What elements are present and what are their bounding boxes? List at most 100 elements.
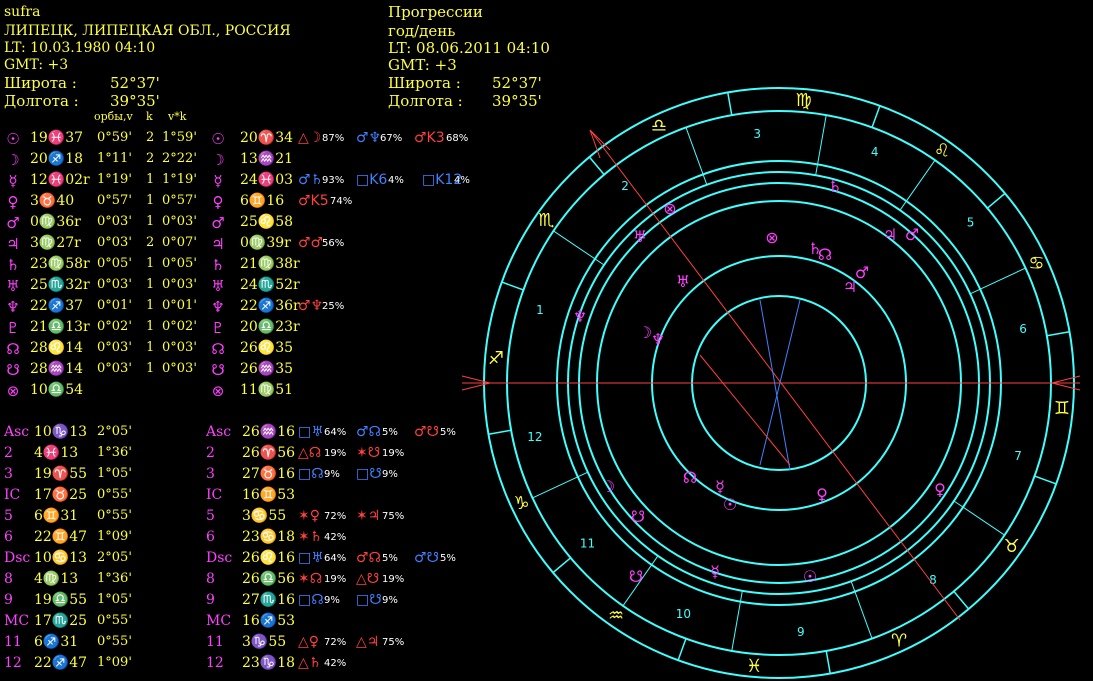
saturn-icon: ♄ [6, 256, 20, 274]
planet-k: 1 [146, 214, 155, 229]
house-prog-label: 6 [206, 529, 215, 545]
prog-lon-label: Долгота : [388, 92, 463, 110]
planet-vk: 0°05' [162, 256, 197, 271]
jupiter-icon: ♃ [211, 235, 225, 253]
house-cusp [815, 115, 827, 176]
house-natal-label: 5 [4, 508, 13, 524]
mars-icon: ♂ [6, 214, 20, 232]
natal-lt: LT: 10.03.1980 04:10 [4, 40, 156, 56]
house-cusp [553, 230, 605, 266]
planet-k: 1 [146, 172, 155, 187]
house-natal-pos: 4♓13 [34, 445, 79, 461]
aspect-percent: 42% [324, 532, 347, 543]
aspect-glyph: △☊ [298, 445, 322, 461]
planet-prog-pos: 13♒21 [240, 151, 294, 167]
aspect-glyph: □☋ [356, 466, 382, 482]
aspect-glyph: △♀ [298, 634, 320, 650]
aspect-glyph: ♂☊ [356, 424, 381, 440]
zodiac-sign-glyph: ♓ [746, 656, 762, 677]
planet-k: 2 [146, 151, 155, 166]
house-prog-label: Dsc [206, 550, 233, 566]
sign-divider [677, 638, 687, 661]
venus-icon: ♀ [212, 193, 224, 211]
sign-divider [488, 429, 512, 435]
natal-place: ЛИПЕЦК, ЛИПЕЦКАЯ ОБЛ., РОССИЯ [4, 23, 291, 39]
aspect-percent: 5% [440, 427, 456, 438]
aspect-glyph: ♂♂ [298, 235, 324, 251]
planet-natal-pos: 25♏32r [30, 277, 90, 293]
aspect-glyph: □☊ [298, 466, 324, 482]
aspect-glyph: ♂K3 [414, 130, 445, 146]
aspect-percent: 67% [380, 133, 403, 144]
house-prog-pos: 27♏16 [242, 592, 296, 608]
house-natal-orb: 1°09' [97, 529, 132, 544]
sign-divider [727, 92, 733, 116]
south-node-icon: ☋ [6, 361, 20, 379]
aspect-percent: 4% [454, 175, 470, 186]
planet-prog-pos: 26♒35 [240, 361, 294, 377]
prog-gmt: GMT: +3 [388, 56, 457, 74]
planet-orb: 0°03' [97, 214, 132, 229]
aspect-percent: 64% [324, 427, 347, 438]
zodiac-sign-glyph: ♒ [608, 606, 624, 627]
planet-vk: 0°01' [162, 298, 197, 313]
aspect-percent: 19% [382, 574, 405, 585]
prog-planet-glyph: ♃ [883, 225, 897, 244]
sign-divider [588, 156, 605, 176]
planet-prog-pos: 22♐36r [240, 298, 300, 314]
house-number: 12 [527, 430, 542, 444]
planet-natal-pos: 20♐18 [30, 151, 84, 167]
house-natal-orb: 0°55' [97, 613, 132, 628]
planet-natal-pos: 19♓37 [30, 130, 84, 146]
house-prog-label: 9 [206, 592, 215, 608]
house-natal-pos: 19♎55 [34, 592, 88, 608]
sign-divider [501, 281, 524, 291]
house-natal-orb: 1°09' [97, 655, 132, 670]
house-prog-pos: 23♑18 [242, 655, 296, 671]
house-natal-label: 2 [4, 445, 13, 461]
aspect-percent: 74% [330, 196, 353, 207]
house-prog-label: 12 [206, 655, 224, 671]
aspect-glyph: △♄ [298, 655, 322, 671]
zodiac-sign-glyph: ♊ [1054, 398, 1070, 419]
mars-icon: ♂ [211, 214, 225, 232]
prog-title: Прогрессии [388, 3, 483, 21]
house-prog-pos: 3♑55 [242, 634, 287, 650]
house-prog-pos: 23♋18 [242, 529, 296, 545]
zodiac-sign-glyph: ♑ [514, 493, 530, 514]
house-natal-label: Asc [4, 424, 30, 440]
house-prog-label: 5 [206, 508, 215, 524]
house-natal-pos: 10♋13 [34, 550, 88, 566]
prog-planet-glyph: ♀ [934, 480, 946, 499]
meridian-axis [589, 129, 961, 621]
zodiac-sign-glyph: ♐ [488, 348, 504, 369]
planet-k: 1 [146, 298, 155, 313]
zodiac-sign-glyph: ♏ [538, 210, 554, 231]
aspect-percent: 72% [324, 511, 347, 522]
sign-divider [552, 557, 572, 574]
house-number: 1 [536, 303, 544, 317]
planet-k: 1 [146, 193, 155, 208]
house-natal-pos: 22♐47 [34, 655, 88, 671]
house-number: 4 [871, 145, 879, 159]
planet-natal-pos: 12♓02r [30, 172, 90, 188]
planet-k: 2 [146, 130, 155, 145]
planet-natal-pos: 3♍27r [30, 235, 81, 251]
prog-subtitle: год/день [388, 22, 456, 40]
planet-prog-pos: 26♌35 [240, 340, 294, 356]
planet-k: 1 [146, 361, 155, 376]
house-natal-orb: 2°05' [97, 550, 132, 565]
pluto-icon: ♇ [6, 319, 20, 337]
natal-planet-glyph: ♃ [843, 277, 857, 296]
planet-orb: 0°03' [97, 361, 132, 376]
pluto-icon: ♇ [211, 319, 225, 337]
sun-icon: ☉ [6, 130, 20, 148]
